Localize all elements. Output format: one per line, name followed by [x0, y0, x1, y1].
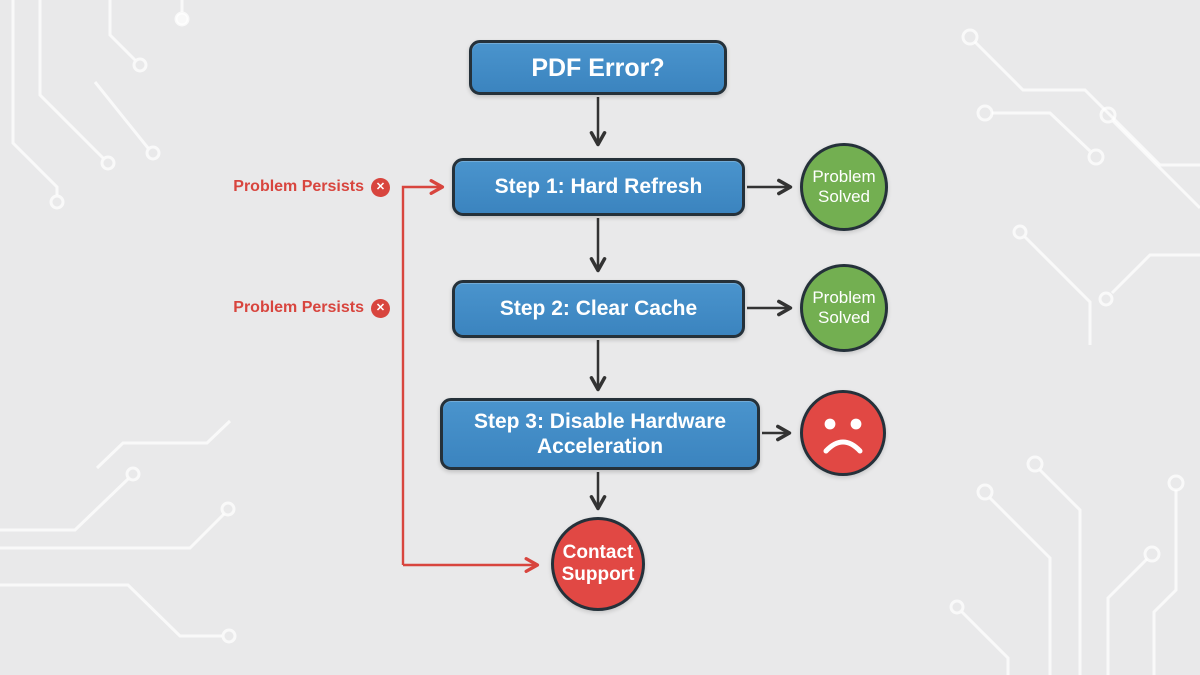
solved1-line2: Solved	[818, 187, 870, 206]
dismiss-circle-icon: ✕	[371, 177, 390, 197]
node-problem-unsolved	[800, 390, 886, 476]
contact-line2: Support	[561, 564, 635, 585]
node-step3-label-line2: Acceleration	[536, 435, 664, 458]
sad-face-icon	[823, 418, 863, 454]
problem-persists-text: Problem Persists	[233, 299, 364, 316]
solved2-line1: Problem	[812, 287, 876, 307]
node-step1-hard-refresh: Step 1: Hard Refresh	[452, 158, 745, 216]
node-step3-label-line1: Step 3: Disable Hardware	[473, 409, 727, 433]
red-feedback-line-to-step1	[401, 179, 445, 565]
node-problem-solved-2: Problem Solved	[800, 264, 888, 352]
node-step3-disable-hw-accel: Step 3: Disable Hardware Acceleration	[440, 398, 760, 470]
dismiss-circle-icon: ✕	[371, 298, 390, 318]
node-problem-solved-1: Problem Solved	[800, 143, 888, 231]
contact-line1: Contact	[562, 541, 634, 563]
edge-label-problem-persists-1: Problem Persists ✕	[200, 176, 390, 198]
node-contact-support: Contact Support	[551, 517, 645, 611]
node-pdf-error-label: PDF Error?	[531, 53, 665, 82]
problem-persists-text: Problem Persists	[233, 178, 364, 195]
node-step1-label: Step 1: Hard Refresh	[494, 175, 703, 199]
node-step2-clear-cache: Step 2: Clear Cache	[452, 280, 745, 338]
solved1-line1: Problem	[812, 166, 876, 186]
solved2-line2: Solved	[818, 308, 870, 327]
node-step2-label: Step 2: Clear Cache	[499, 297, 698, 321]
node-pdf-error: PDF Error?	[469, 40, 727, 95]
edge-label-problem-persists-2: Problem Persists ✕	[200, 297, 390, 319]
